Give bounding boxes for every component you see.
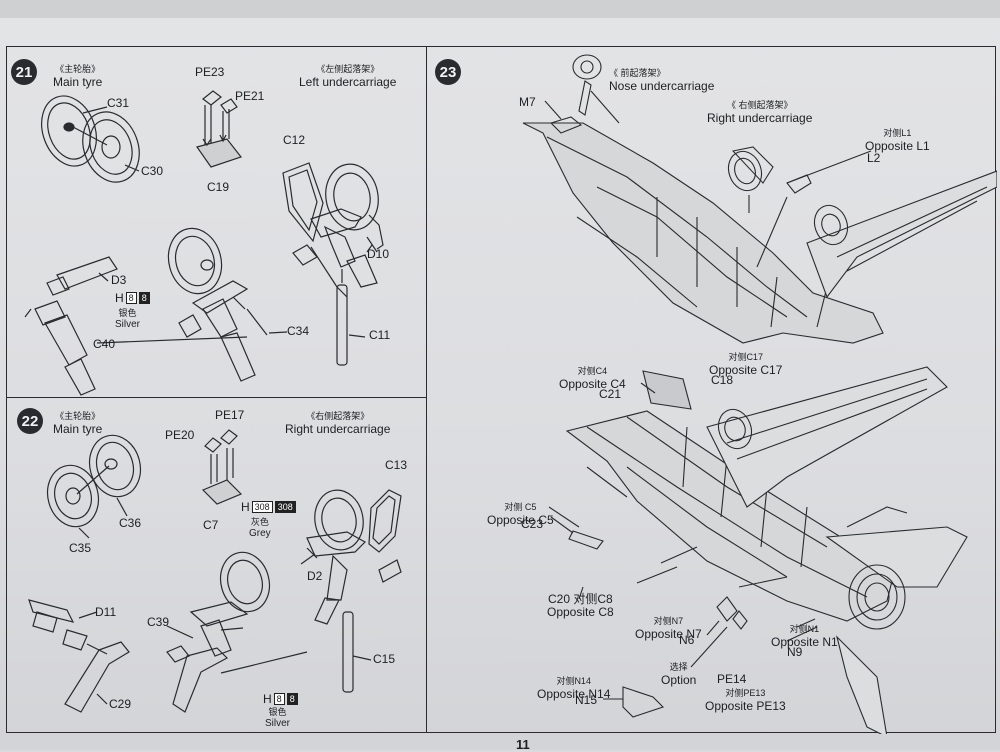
part-pe17: PE17 [215,408,245,422]
nose-undercarriage-label: 《 前起落架》Nose undercarriage [609,68,715,93]
part-c12: C12 [283,133,306,147]
part-n15: N15 [575,693,598,707]
part-c35: C35 [69,541,92,555]
page-number: 11 [516,737,530,752]
step-23-number: 23 [435,59,461,85]
step-21-number: 21 [11,59,37,85]
main-tyre-label-22: 《主轮胎》Main tyre [53,411,103,436]
paint-callout-grey: H 308 308 [241,500,296,514]
part-pe14: PE14 [717,672,747,686]
part-n9: N9 [787,645,803,659]
part-pe21: PE21 [235,89,265,103]
part-c30: C30 [141,164,164,178]
part-n6: N6 [679,633,695,647]
part-d2: D2 [307,569,323,583]
part-c40: C40 [93,337,116,351]
part-c34: C34 [287,324,310,338]
top-edge [0,0,1000,18]
part-pe23: PE23 [195,65,225,79]
part-l2: L2 [867,151,881,165]
paint-callout-silver-22: H 8 8 [263,692,298,706]
part-d10: D10 [367,247,390,261]
paint-callout-silver: H 8 8 [115,291,150,305]
part-c36: C36 [119,516,142,530]
step-23-drawing [522,54,997,734]
step-21-panel: 21 《主轮胎》Main tyre 《左侧起落架》Left undercarri… [6,46,427,398]
right-undercarriage-label-22: 《右侧起落架》Right undercarriage [285,411,391,436]
part-c11: C11 [369,328,391,342]
part-c23: C23 [521,517,544,531]
part-c39: C39 [147,615,170,629]
part-m7: M7 [519,95,536,109]
part-c21: C21 [599,387,622,401]
step-22-panel: 22 《主轮胎》Main tyre 《右侧起落架》Right undercarr… [6,397,427,733]
step-23-panel: 23 《 前起落架》Nose undercarriage 《 右侧起落架》Rig… [426,46,997,734]
step-22-drawing [28,429,402,713]
part-c15: C15 [373,652,396,666]
left-undercarriage-label: 《左侧起落架》Left undercarriage [299,64,397,89]
part-c13: C13 [385,458,408,472]
part-c19: C19 [207,180,230,194]
right-undercarriage-label-23: 《 右侧起落架》Right undercarriage [707,100,813,125]
part-c29: C29 [109,697,132,711]
part-pe20: PE20 [165,428,195,442]
part-c7: C7 [203,518,219,532]
part-d3: D3 [111,273,127,287]
step-22-number: 22 [17,408,43,434]
part-c31: C31 [107,96,130,110]
part-d11: D11 [95,605,117,619]
step-21-drawing [24,90,384,396]
main-tyre-label: 《主轮胎》Main tyre [53,64,103,89]
part-c18: C18 [711,373,734,387]
